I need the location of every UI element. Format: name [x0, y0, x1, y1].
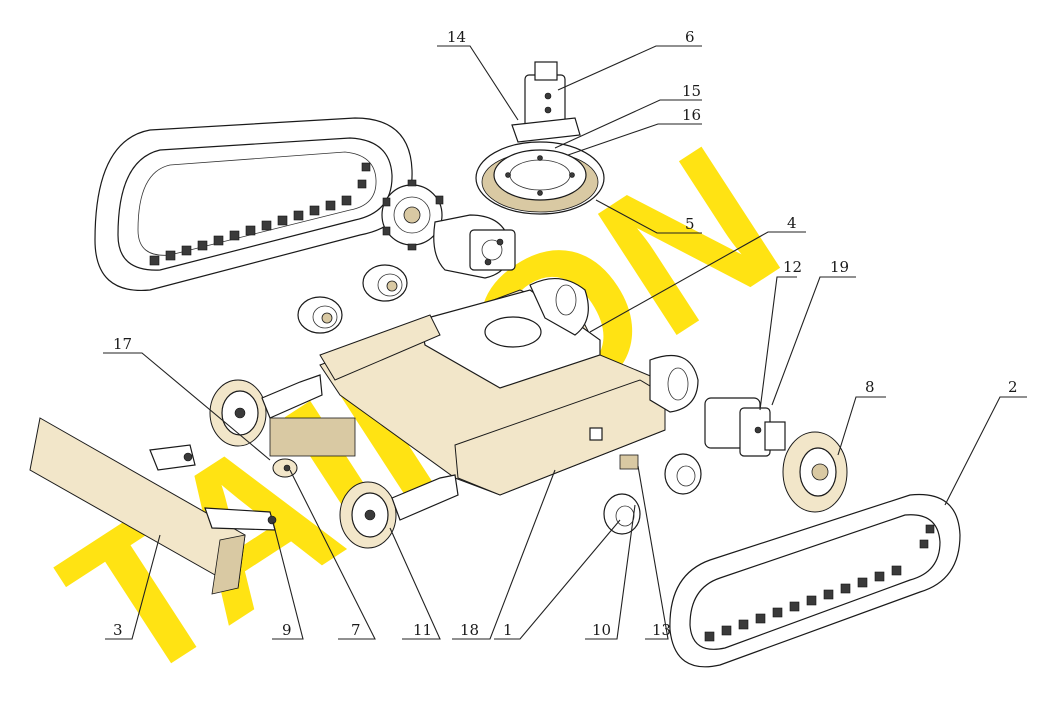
- callout-4: 4: [787, 214, 797, 232]
- callout-2: 2: [1008, 378, 1018, 396]
- callout-14: 14: [447, 28, 466, 46]
- callout-6: 6: [685, 28, 695, 46]
- callout-7: 7: [351, 621, 361, 639]
- upper-roller-2: [297, 296, 343, 334]
- swivel-joint: [511, 61, 581, 143]
- callout-3: 3: [113, 621, 123, 639]
- callout-16: 16: [682, 106, 701, 124]
- tension-pin: [272, 458, 298, 478]
- callout-13: 13: [652, 621, 671, 639]
- callout-8: 8: [865, 378, 875, 396]
- track-roller-1: [603, 493, 641, 535]
- right-track: [669, 493, 961, 668]
- callout-10: 10: [592, 621, 611, 639]
- callout-15: 15: [682, 82, 701, 100]
- chassis-frame: [269, 278, 699, 496]
- leader-lines: [103, 45, 1027, 640]
- track-roller-2: [664, 453, 702, 495]
- upper-roller-1: [362, 264, 408, 302]
- dozer-blade: [29, 417, 277, 595]
- left-track: [94, 117, 413, 291]
- callout-labels: 14 6 15 16 5 4 12 19 8 2 17 3 9 7 11 18 …: [113, 28, 1018, 639]
- right-sprocket: [782, 431, 848, 513]
- front-idler-upper: [209, 374, 323, 447]
- callout-18: 18: [460, 621, 479, 639]
- callout-12: 12: [783, 258, 802, 276]
- right-travel-motor: [704, 397, 786, 457]
- left-travel-motor: [433, 214, 516, 279]
- front-idler-lower: [339, 474, 459, 549]
- slewing-ring: [475, 141, 605, 215]
- callout-5: 5: [685, 215, 695, 233]
- callout-17: 17: [113, 335, 132, 353]
- callout-1: 1: [503, 621, 513, 639]
- callout-11: 11: [413, 621, 432, 639]
- callout-19: 19: [830, 258, 849, 276]
- callout-9: 9: [282, 621, 292, 639]
